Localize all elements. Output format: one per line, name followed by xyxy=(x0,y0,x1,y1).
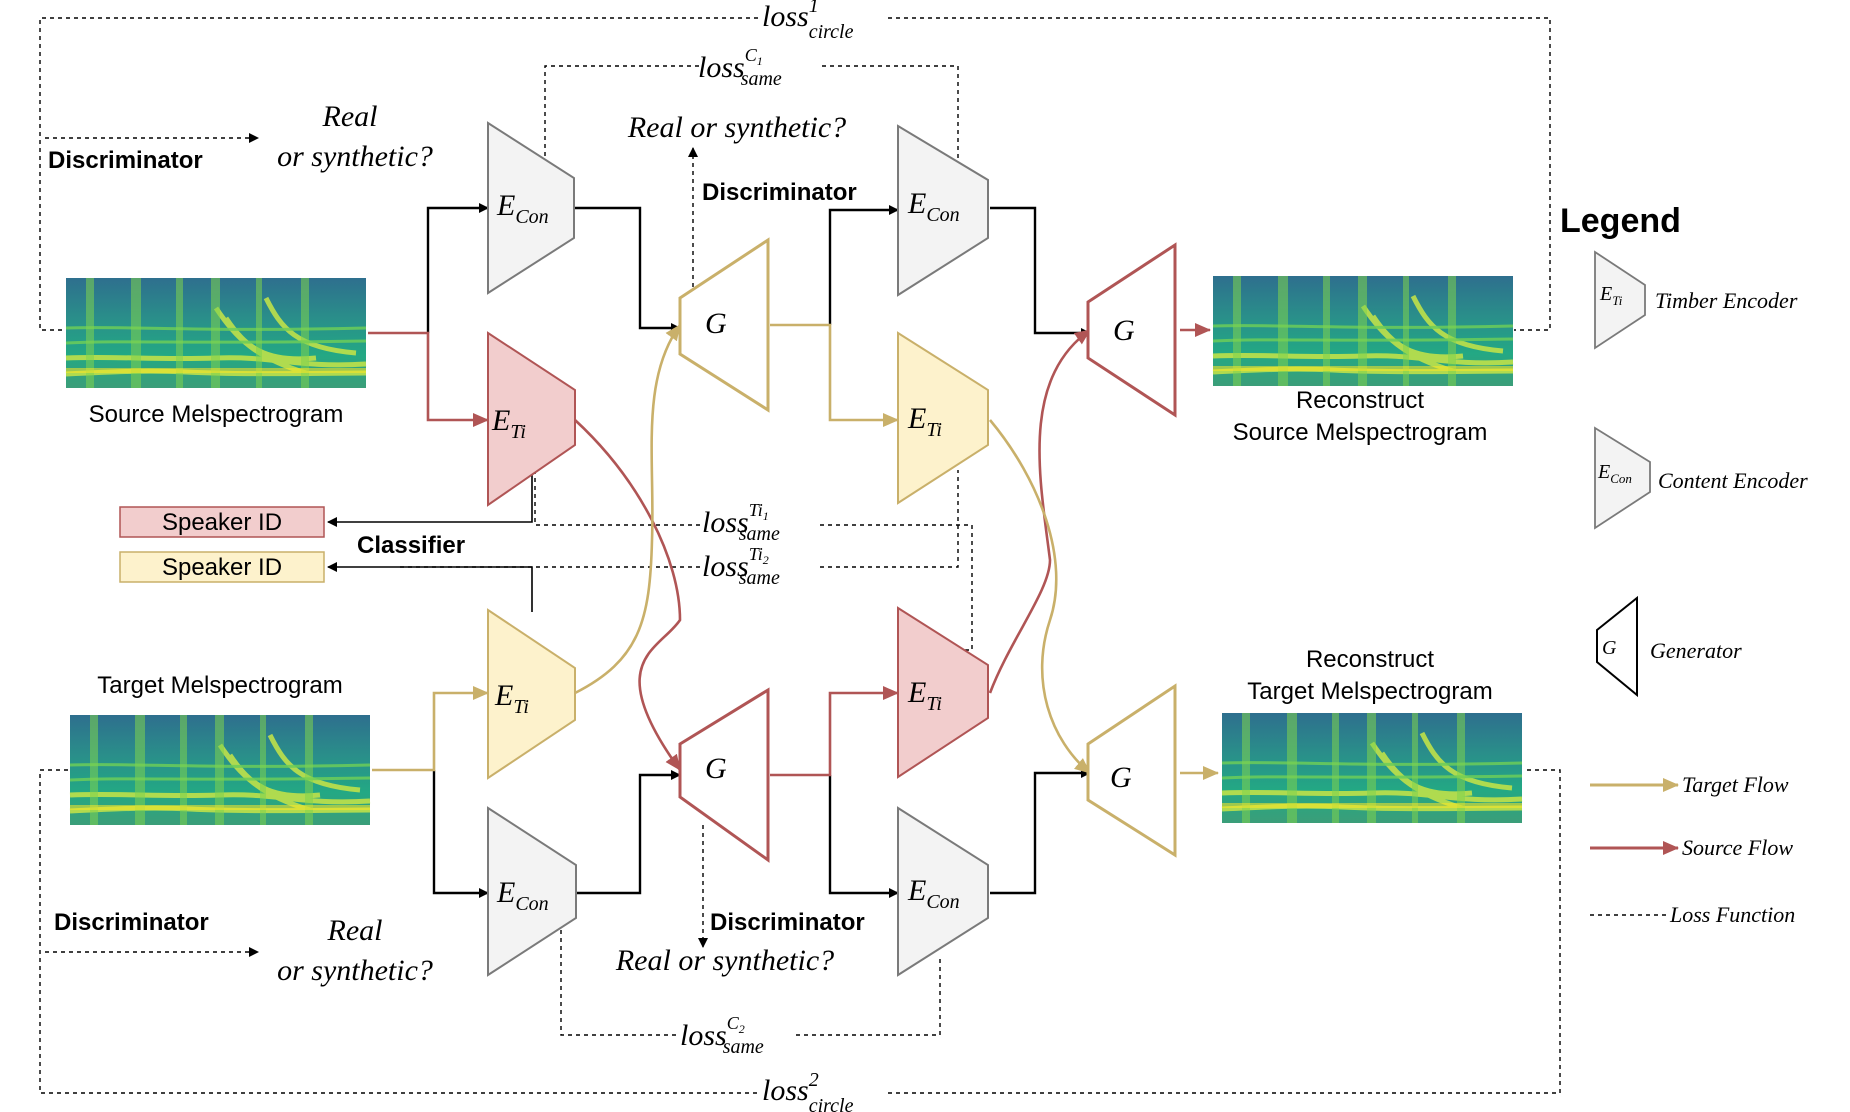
timber-encoder-target xyxy=(487,608,576,780)
speaker-id-box-source xyxy=(119,506,325,538)
content-encoder-top-right xyxy=(897,124,989,297)
loss-c1-line-right xyxy=(822,65,959,175)
loss-circle1-line-left xyxy=(39,17,760,331)
legend-loss-label: Loss Function xyxy=(1669,902,1795,927)
generator-label-2: G xyxy=(705,752,727,785)
eti-label-3: ETi xyxy=(907,402,942,441)
loss-ti1-line-right xyxy=(820,524,973,651)
or-synthetic-bottom-left: or synthetic? xyxy=(277,954,433,987)
loss-c1-line-left xyxy=(544,65,700,180)
content-encoder-bottom-left xyxy=(487,806,577,977)
legend-timber-label: Timber Encoder xyxy=(1655,288,1798,313)
eti-label-4: ETi xyxy=(907,676,942,715)
source-mel-label: Source Melspectrogram xyxy=(89,401,344,428)
content-encoder-bottom-right xyxy=(897,806,989,977)
real-or-synthetic-top-mid: Real or synthetic? xyxy=(627,111,846,144)
legend-content-symbol: ECon xyxy=(1597,461,1632,486)
classifier-lines xyxy=(327,470,533,612)
generator-label-4: G xyxy=(1110,761,1132,794)
reconstruct-target-melspectrogram-image xyxy=(1222,713,1522,823)
legend-title: Legend xyxy=(1560,202,1681,240)
legend-target-flow-label: Target Flow xyxy=(1682,772,1789,797)
classifier-label: Classifier xyxy=(357,532,465,559)
target-mel-label: Target Melspectrogram xyxy=(97,672,342,699)
generator-label-3: G xyxy=(1113,314,1135,347)
timber-encoder-source xyxy=(487,331,576,507)
speaker-id-box-target xyxy=(119,551,325,583)
source-melspectrogram-image xyxy=(66,278,366,388)
or-synthetic-top-left: or synthetic? xyxy=(277,140,433,173)
generator-bottom-right xyxy=(1086,683,1177,858)
legend-content-icon xyxy=(1594,426,1651,530)
legend-generator-label: Generator xyxy=(1650,638,1742,663)
generator-bottom-middle xyxy=(678,687,770,863)
econ-label-1: ECon xyxy=(496,189,549,228)
speaker-id-label-target: Speaker ID xyxy=(162,554,282,581)
legend: Legend ETi Timber Encoder ECon Content E… xyxy=(1560,202,1808,927)
source-flow-lines xyxy=(368,323,1211,777)
reconstruct-label-bottom: Reconstruct xyxy=(1306,646,1434,673)
generator-top-right xyxy=(1086,242,1177,418)
legend-generator-symbol: G xyxy=(1602,637,1617,659)
legend-timber-symbol: ETi xyxy=(1599,283,1623,308)
loss-circle1-line-right xyxy=(888,17,1551,331)
reconstruct-label-top: Reconstruct xyxy=(1296,387,1424,414)
loss-lines xyxy=(39,17,1561,1094)
legend-generator-icon xyxy=(1596,595,1638,698)
econ-label-2: ECon xyxy=(496,876,549,915)
timber-encoder-source-2 xyxy=(897,606,989,779)
content-flow-lines xyxy=(426,203,1091,898)
legend-content-label: Content Encoder xyxy=(1658,468,1808,493)
real-or-synthetic-bottom-mid: Real or synthetic? xyxy=(615,944,834,977)
loss-c2-line-right xyxy=(796,958,941,1036)
discriminator-label-top-mid: Discriminator xyxy=(702,179,857,206)
econ-label-3: ECon xyxy=(907,187,960,226)
real-label-bottom-left: Real xyxy=(327,914,383,947)
speaker-id-label-source: Speaker ID xyxy=(162,509,282,536)
eti-label-1: ETi xyxy=(491,404,526,443)
reconstruct-source-melspectrogram-image xyxy=(1213,276,1513,386)
content-encoder-top-left xyxy=(487,121,575,295)
legend-source-flow-label: Source Flow xyxy=(1682,835,1793,860)
reconstruct-source-label: Source Melspectrogram xyxy=(1233,419,1488,446)
generator-top-middle xyxy=(678,237,770,413)
discriminator-label-bottom-mid: Discriminator xyxy=(710,909,865,936)
real-label-top-left: Real xyxy=(322,100,378,133)
discriminator-label-top-left: Discriminator xyxy=(48,147,203,174)
discriminator-label-bottom-left: Discriminator xyxy=(54,909,209,936)
loss-ti1-line-left xyxy=(534,470,700,526)
eti-label-2: ETi xyxy=(494,679,529,718)
legend-timber-icon xyxy=(1594,250,1646,350)
generator-label-1: G xyxy=(705,307,727,340)
econ-label-4: ECon xyxy=(907,874,960,913)
reconstruct-target-label: Target Melspectrogram xyxy=(1247,678,1492,705)
target-flow-lines xyxy=(372,323,1219,780)
timber-encoder-target-2 xyxy=(897,331,989,505)
loss-ti2-line-right xyxy=(820,470,959,568)
loss-c2-line-left xyxy=(560,930,680,1036)
target-melspectrogram-image xyxy=(70,715,370,825)
loss-circle2-line-right xyxy=(888,769,1561,1094)
